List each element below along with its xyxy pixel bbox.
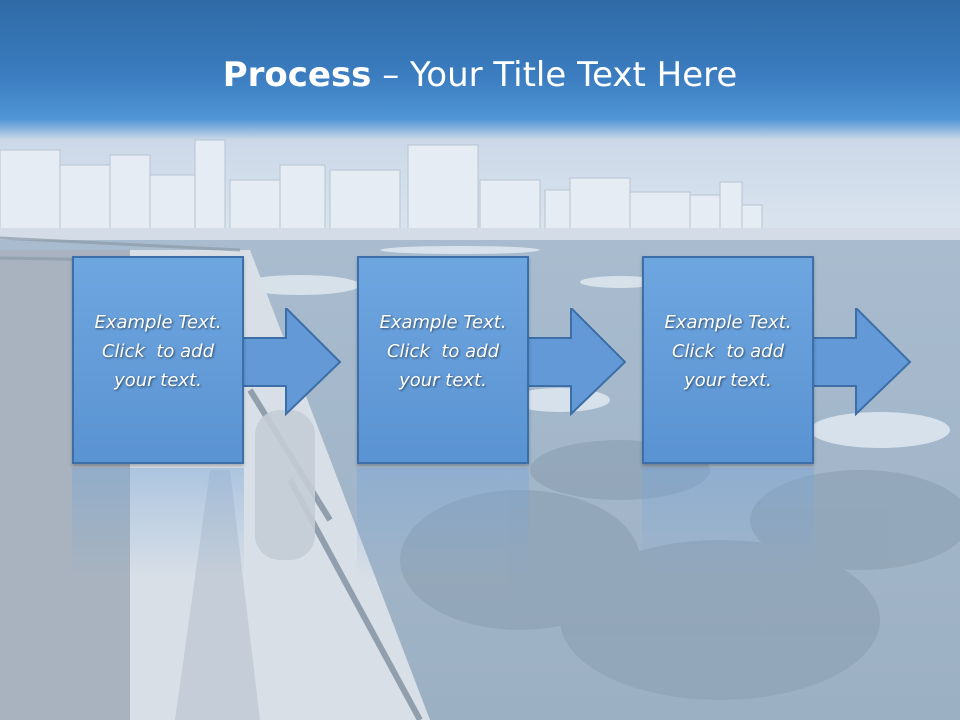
step-reflection bbox=[642, 468, 814, 578]
title-bold: Process bbox=[222, 55, 372, 95]
right-arrow-icon bbox=[238, 308, 342, 416]
step-box bbox=[642, 256, 814, 464]
step-box bbox=[357, 256, 529, 464]
slide-title[interactable]: Process – Your Title Text Here bbox=[0, 52, 960, 98]
step-reflection bbox=[72, 468, 244, 578]
right-arrow-icon bbox=[808, 308, 912, 416]
step-reflection bbox=[357, 468, 529, 578]
step-box bbox=[72, 256, 244, 464]
title-band bbox=[0, 0, 960, 140]
title-rest: – Your Title Text Here bbox=[371, 55, 738, 95]
right-arrow-icon bbox=[523, 308, 627, 416]
